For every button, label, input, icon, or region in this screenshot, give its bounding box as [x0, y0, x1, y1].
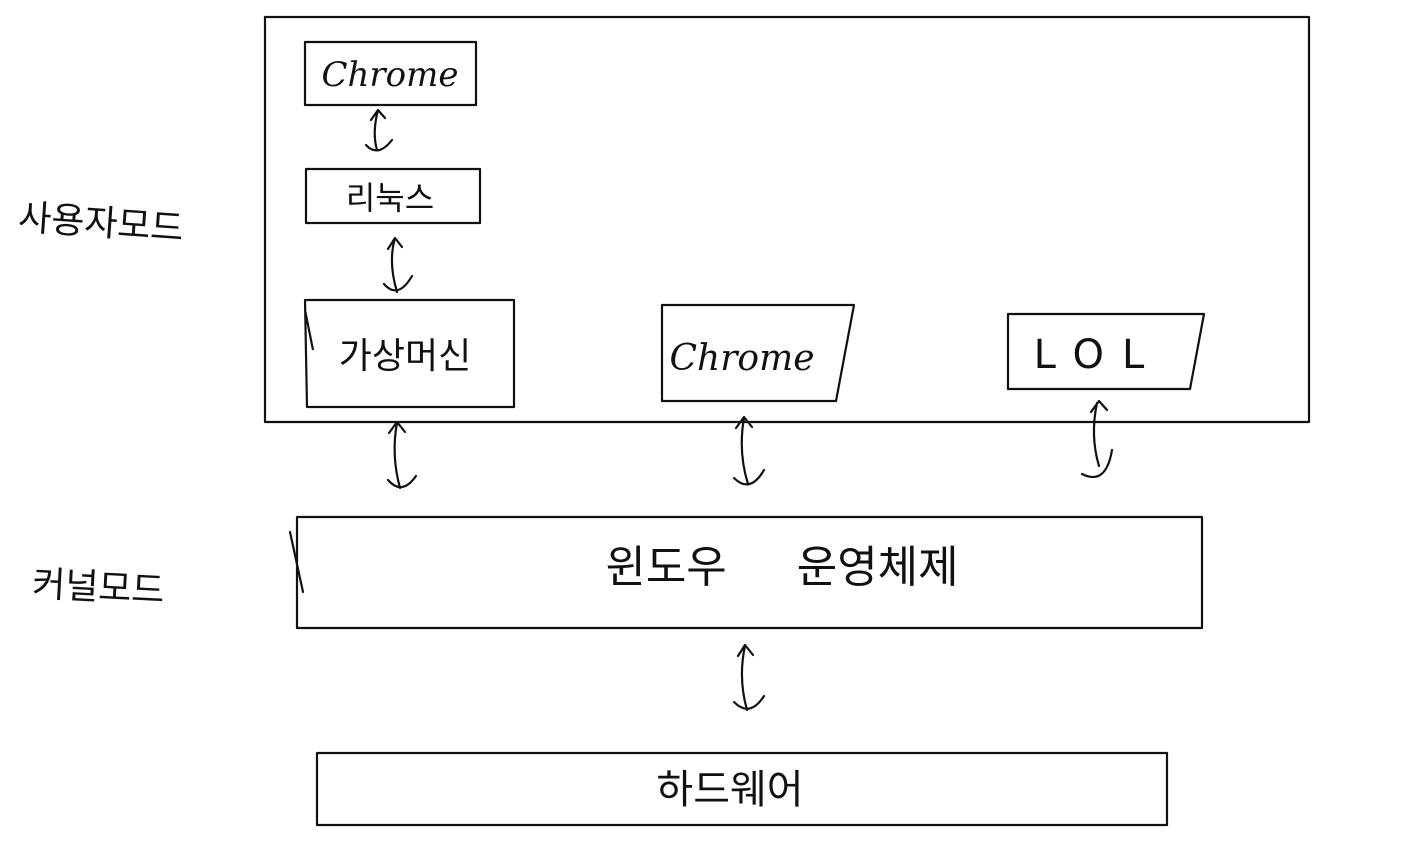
- chrome-top-label: Chrome: [322, 55, 459, 95]
- kernel-hardware-arrow: [732, 643, 766, 712]
- chrome-label: Chrome: [669, 338, 814, 379]
- vm-kernel-arrow: [386, 420, 418, 490]
- windows-os-box-stroke: [288, 530, 305, 594]
- user-mode-label: 사용자모드: [17, 197, 185, 249]
- lol-node: LOL: [1006, 312, 1206, 391]
- windows-os-node: 윈도우 운영체제: [288, 515, 1204, 630]
- chrome-top-box: [303, 40, 478, 107]
- user-mode-region: [263, 15, 1311, 424]
- hardware-label: 하드웨어: [656, 767, 803, 813]
- chrome-node: Chrome: [660, 303, 856, 403]
- virtual-machine-label: 가상머신: [339, 336, 471, 377]
- lol-kernel-arrow: [1080, 399, 1114, 479]
- chrome-top-node: Chrome: [303, 40, 478, 107]
- chrome-linux-arrow: [364, 108, 394, 152]
- lol-label: LOL: [1034, 332, 1163, 378]
- lol-box: [1006, 312, 1206, 391]
- hardware-node: 하드웨어: [315, 751, 1169, 827]
- virtual-machine-node: 가상머신: [303, 298, 516, 409]
- windows-os-label: 윈도우 운영체제: [605, 542, 958, 593]
- linux-node: 리눅스: [304, 167, 482, 225]
- linux-box: [304, 167, 482, 225]
- linux-label: 리눅스: [346, 179, 434, 217]
- virtual-machine-box: [303, 298, 516, 409]
- chrome-kernel-arrow: [732, 415, 766, 486]
- hardware-box: [315, 751, 1169, 827]
- windows-os-box: [295, 515, 1204, 630]
- chrome-box: [660, 303, 856, 403]
- kernel-mode-label: 커널모드: [31, 564, 165, 612]
- linux-vm-arrow: [382, 236, 414, 294]
